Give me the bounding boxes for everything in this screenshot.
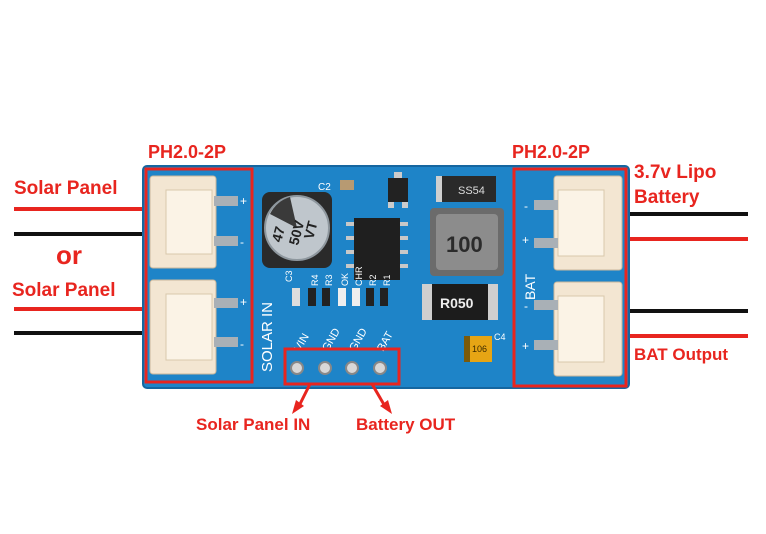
tantalum-label: 106 [472,344,487,354]
tantalum-capacitor: 106 [464,336,492,362]
solar-panel-top-label: Solar Panel [14,178,118,199]
cap-text-1: 47 [268,224,288,243]
arrow-battery-out [370,383,392,414]
connector-left-label: PH2.0-2P [148,142,227,162]
left-wires [14,207,150,335]
bat-output-label: BAT Output [634,345,729,364]
battery-out-label: Battery OUT [356,415,456,434]
minus-mark-left-bottom: - [240,337,244,351]
lipo-battery-line1: 3.7v Lipo [634,162,717,183]
r3-label: R3 [324,274,334,286]
right-connector-top [534,175,623,271]
left-connector-bottom [149,279,238,375]
minus-mark-right-top: - [524,199,528,213]
r4-label: R4 [310,274,320,286]
cap-text-3: VT [300,219,320,241]
sot-transistor [388,178,408,202]
solar-panel-in-label: Solar Panel IN [196,415,311,434]
solar-in-silkscreen: SOLAR IN [259,302,276,372]
arrow-solar-in [292,383,312,414]
charger-ic [346,218,408,280]
plus-mark-left-top: + [240,194,247,208]
c2-label: C2 [318,182,331,193]
plus-mark-right-top: + [522,233,529,247]
minus-mark-right-bottom: - [524,299,528,313]
r1-label: R1 [382,274,392,286]
plus-mark-right-bottom: + [522,339,529,353]
c3-label: C3 [284,270,294,282]
resistor-row [292,288,388,306]
solar-panel-bottom-label: Solar Panel [12,280,116,301]
diode-label: SS54 [458,185,485,197]
r2-label: R2 [368,274,378,286]
right-connector-box [512,167,628,388]
cap-text-2: 50V [285,218,307,247]
plus-mark-left-bottom: + [240,295,247,309]
c4-label: C4 [494,332,506,342]
right-connector-bottom [534,281,623,377]
right-wires [625,212,748,338]
shunt-resistor: R050 [422,284,498,320]
schottky-diode: SS54 [436,176,496,202]
ok-label: OK [340,273,350,286]
chr-label: CHR [354,266,364,286]
pin-header [290,361,387,375]
or-label: or [56,240,82,270]
left-connector-top [149,175,238,269]
bat-silkscreen: BAT [522,273,538,300]
inductor-label: 100 [446,232,483,257]
connector-right-label: PH2.0-2P [512,142,591,162]
pin-header-box [283,347,401,386]
c2-capacitor [340,180,354,190]
shunt-label: R050 [440,295,474,311]
power-inductor: 100 [430,208,504,276]
lipo-battery-line2: Battery [634,187,700,208]
electrolytic-capacitor: 47 50V VT [262,192,332,268]
minus-mark-left-top: - [240,235,244,249]
left-connector-box [144,167,254,384]
